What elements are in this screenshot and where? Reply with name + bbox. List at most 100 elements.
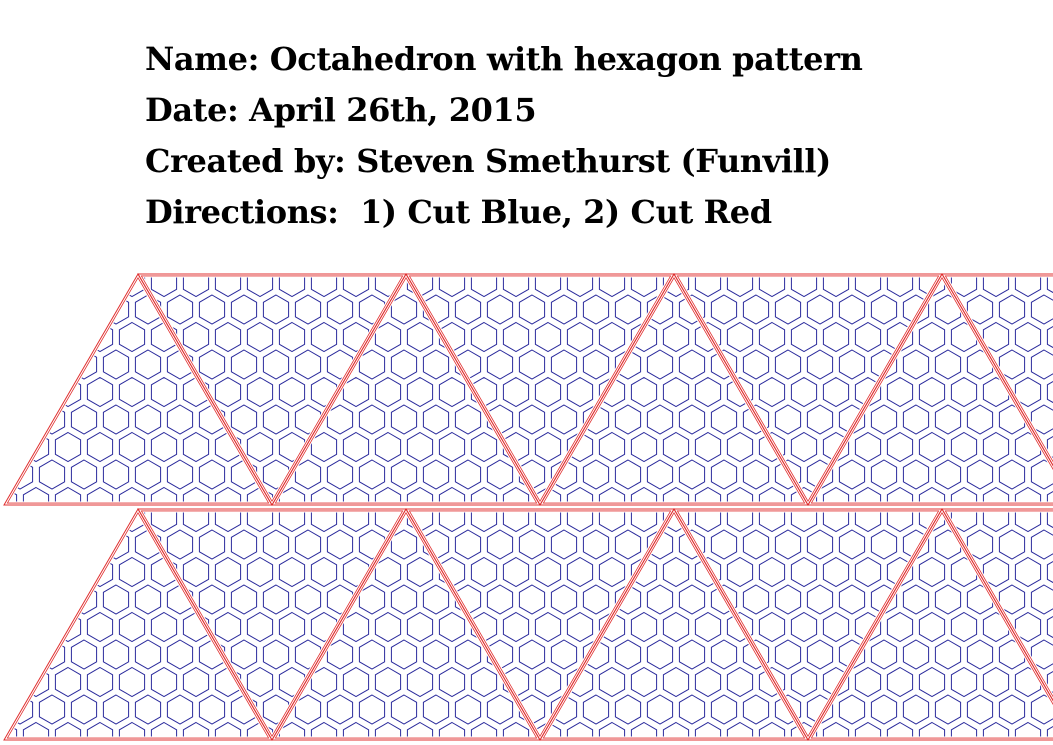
hexagon-cell	[118, 277, 146, 298]
hexagon-cell	[0, 530, 1, 559]
hexagon-cell	[10, 486, 18, 502]
hexagon-cell	[406, 431, 434, 463]
hexagon-cell	[342, 721, 370, 737]
hexagon-cell	[1046, 431, 1053, 463]
hexagon-cell	[10, 529, 34, 560]
created-by-line: Created by: Steven Smethurst (Funvill)	[145, 142, 831, 180]
hexagon-cell	[214, 666, 242, 698]
hexagon-cell	[182, 277, 210, 298]
hexagon-cell	[134, 584, 162, 615]
hexagon-cell	[566, 277, 594, 298]
hexagon-cell	[406, 666, 434, 698]
hexagon-cell	[790, 277, 818, 298]
hexagon-cell	[326, 404, 354, 435]
hexagon-cell	[630, 321, 658, 353]
triangle-outline	[405, 508, 675, 741]
hexagon-cell	[822, 376, 850, 408]
hexagon-cell	[758, 376, 786, 408]
hexagon-cell	[470, 277, 498, 298]
hexagon-cell	[230, 694, 258, 725]
hexagon-cell	[1014, 486, 1042, 502]
hexagon-cell	[678, 294, 706, 325]
hexagon-cell	[342, 376, 370, 408]
hexagon-cell	[934, 349, 962, 380]
hexagon-cell	[678, 349, 706, 380]
triangle-inner-outline	[676, 510, 940, 737]
hexagon-cell	[118, 512, 146, 533]
hexagon-cell	[198, 404, 226, 435]
hexagon-cell	[22, 431, 50, 463]
hexagon-cell	[966, 529, 994, 560]
hexagon-cell	[374, 431, 402, 463]
hexagon-cell	[918, 721, 946, 737]
hexagon-cell	[806, 584, 834, 615]
hexagon-cell	[10, 277, 18, 298]
hexagon-cell	[470, 721, 498, 737]
hexagon-cell	[694, 277, 722, 298]
hexagon-cell	[838, 584, 866, 615]
hexagon-cell	[182, 486, 210, 502]
hexagon-cell	[774, 694, 802, 725]
hexagon-cell	[70, 639, 98, 670]
hexagon-cell	[0, 585, 1, 614]
hexagon-cell	[54, 277, 82, 298]
hexagon-cell	[614, 639, 642, 670]
triangle-inner-outline	[542, 512, 806, 739]
hexagon-cell	[726, 486, 754, 502]
triangle-inner-outline	[140, 510, 404, 737]
hexagon-cell	[246, 486, 274, 502]
hexagon-cell	[310, 721, 338, 737]
hexagon-cell	[1014, 321, 1042, 353]
hexagon-cell	[54, 666, 82, 698]
hexagon-cell	[646, 639, 674, 670]
hexagon-cell	[342, 277, 370, 298]
hexagon-grid	[0, 512, 1053, 737]
hexagon-cell	[342, 486, 370, 502]
hexagon-cell	[438, 486, 466, 502]
hexagon-cell	[374, 556, 402, 588]
hexagon-cell	[1030, 459, 1053, 490]
hexagon-cell	[10, 512, 18, 533]
hexagon-cell	[454, 349, 482, 380]
hexagon-cell	[886, 277, 914, 298]
hexagon-cell	[0, 405, 1, 434]
hexagon-cell	[918, 431, 946, 463]
hexagon-cell	[118, 721, 146, 737]
hexagon-cell	[70, 529, 98, 560]
hexagon-cell	[566, 721, 594, 737]
hexagon-cell	[950, 486, 978, 502]
hexagon-cell	[10, 321, 18, 353]
hexagon-cell	[518, 694, 546, 725]
hexagon-cell	[582, 529, 610, 560]
hexagon-cell	[406, 721, 434, 737]
hexagon-cell	[470, 376, 498, 408]
hexagon-cell	[566, 611, 594, 643]
hexagon-cell	[358, 459, 386, 490]
hexagon-cell	[326, 694, 354, 725]
hexagon-cell	[662, 611, 690, 643]
hexagon-cell	[598, 486, 626, 502]
hexagon-cell	[662, 376, 690, 408]
hexagon-cell	[0, 460, 1, 489]
triangle-inner-outline	[408, 510, 672, 737]
hexagon-cell	[534, 512, 562, 533]
hexagon-cell	[166, 459, 194, 490]
hexagon-cell	[278, 277, 306, 298]
hexagon-cell	[886, 431, 914, 463]
hexagon-cell	[486, 694, 514, 725]
hexagon-cell	[774, 294, 802, 325]
triangle-outline	[271, 273, 541, 506]
hexagon-cell	[54, 721, 82, 737]
hexagon-cell	[374, 721, 402, 737]
hexagon-cell	[582, 639, 610, 670]
hexagon-cell	[950, 376, 978, 408]
hexagon-cell	[358, 529, 386, 560]
hexagon-cell	[54, 431, 82, 463]
hexagon-cell	[406, 376, 434, 408]
hexagon-cell	[870, 459, 898, 490]
hexagon-cell	[790, 512, 818, 533]
triangle-inner-outline	[944, 510, 1053, 698]
hexagon-cell	[822, 721, 850, 737]
instructions-header: Name: Octahedron with hexagon pattern Da…	[145, 34, 863, 238]
hexagon-cell	[966, 294, 994, 325]
